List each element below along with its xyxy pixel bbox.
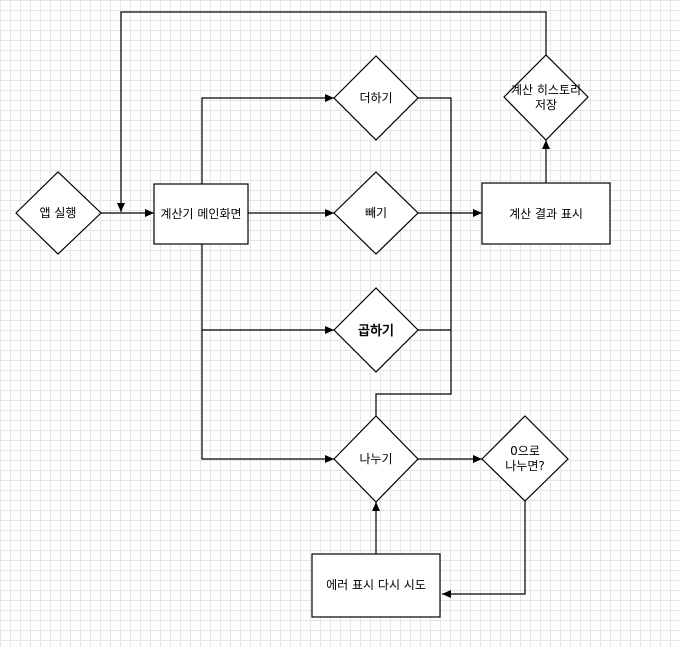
connectors xyxy=(101,11,550,598)
node-show-result-label: 계산 결과 표시 xyxy=(509,207,583,221)
node-app-start[interactable]: 앱 실행 xyxy=(15,171,102,255)
edge-main-to-multiply xyxy=(201,244,334,334)
node-divide-label: 나누기 xyxy=(359,452,392,466)
node-subtract-label: 빼기 xyxy=(365,206,387,220)
node-main-screen[interactable]: 계산기 메인화면 xyxy=(153,183,249,245)
node-multiply-label: 곱하기 xyxy=(358,323,394,339)
edge-add-merge xyxy=(375,97,452,416)
node-multiply[interactable]: 곱하기 xyxy=(333,287,419,373)
node-add-label: 더하기 xyxy=(359,91,392,105)
node-app-start-label: 앱 실행 xyxy=(40,205,77,220)
node-save-history-label-line2: 저장 xyxy=(535,98,557,112)
node-subtract[interactable]: 빼기 xyxy=(333,171,419,255)
edge-zero-check-to-error xyxy=(442,501,526,598)
node-divide-by-zero-label-line1: 0으로 xyxy=(510,444,540,458)
node-show-result[interactable]: 계산 결과 표시 xyxy=(481,182,611,245)
node-error-retry-label: 에러 표시 다시 시도 xyxy=(326,578,426,592)
node-save-history[interactable]: 계산 히스토리 저장 xyxy=(503,54,589,141)
node-divide[interactable]: 나누기 xyxy=(333,415,419,503)
edge-main-to-add xyxy=(201,94,334,184)
edge-main-to-divide xyxy=(201,330,334,463)
node-error-retry[interactable]: 에러 표시 다시 시도 xyxy=(311,553,441,618)
node-save-history-label-line1: 계산 히스토리 xyxy=(511,83,581,97)
edge-history-to-main xyxy=(117,11,547,212)
node-divide-by-zero[interactable]: 0으로 나누면? xyxy=(481,415,569,502)
node-add[interactable]: 더하기 xyxy=(333,55,419,141)
node-main-screen-label: 계산기 메인화면 xyxy=(160,207,241,221)
node-divide-by-zero-label-line2: 나누면? xyxy=(505,459,545,473)
